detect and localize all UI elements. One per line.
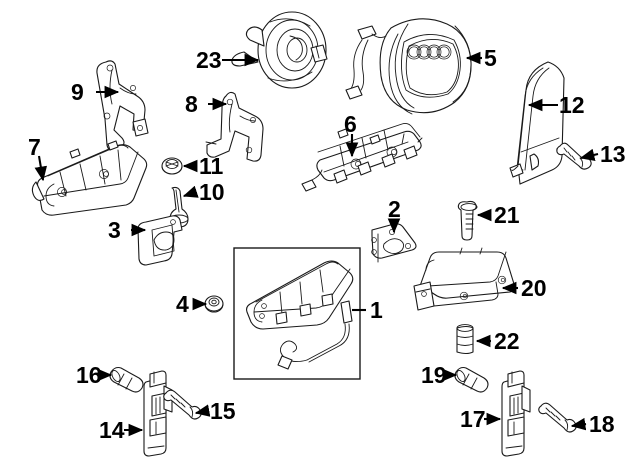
leader-10 [182, 185, 199, 198]
callout-label-5: 5 [484, 45, 497, 71]
callout-label-23: 23 [196, 47, 222, 73]
part-pillar-trim [509, 61, 565, 185]
leader-13 [579, 148, 599, 162]
callout-label-9: 9 [71, 79, 84, 105]
leader-15 [194, 404, 211, 417]
part-sleeve-19 [454, 366, 489, 393]
callout-label-8: 8 [185, 91, 198, 117]
callout-label-6: 6 [344, 111, 357, 137]
part-spacer-22 [456, 324, 474, 355]
part-impact-sensor-left [143, 370, 173, 457]
part-nut-11 [161, 157, 183, 175]
callout-label-11: 11 [199, 153, 224, 179]
part-sleeve-16 [109, 366, 144, 393]
part-bolt-13 [556, 142, 592, 170]
callout-label-14: 14 [99, 417, 125, 443]
audi-rings-logo [406, 44, 452, 60]
part-bracket-right [205, 91, 264, 162]
callout-label-7: 7 [28, 134, 41, 160]
part-bracket-left [96, 60, 149, 151]
callout-label-22: 22 [494, 328, 520, 354]
part-nut-4 [204, 295, 224, 313]
part-control-module [413, 247, 516, 311]
callout-label-10: 10 [199, 179, 225, 205]
callout-label-1: 1 [370, 297, 383, 323]
callout-label-13: 13 [600, 141, 626, 167]
part-bracket-2 [371, 223, 417, 263]
callout-label-15: 15 [210, 398, 236, 424]
part-side-curtain-airbag [301, 122, 423, 192]
callout-label-19: 19 [421, 362, 447, 388]
callout-label-12: 12 [559, 92, 585, 118]
callout-label-3: 3 [108, 217, 121, 243]
callout-label-20: 20 [521, 275, 547, 301]
part-clock-spring [231, 11, 328, 89]
callout-label-18: 18 [589, 411, 615, 437]
leader-lines [34, 51, 599, 437]
leader-18 [570, 417, 587, 431]
part-bolt-21 [457, 200, 478, 241]
part-driver-airbag [345, 18, 472, 115]
part-impact-sensor-right [501, 370, 531, 457]
part-1-frame [233, 247, 361, 380]
callout-label-17: 17 [460, 406, 486, 432]
callout-label-4: 4 [176, 291, 189, 317]
part-bolt-15 [163, 389, 202, 420]
callout-label-2: 2 [388, 196, 401, 222]
part-knee-airbag [31, 140, 148, 216]
callout-label-16: 16 [76, 362, 102, 388]
callout-label-21: 21 [494, 202, 520, 228]
part-retainer-clip [137, 215, 183, 266]
part-bolt-18 [538, 402, 577, 433]
part-passenger-airbag [246, 260, 354, 370]
leader-7 [34, 155, 48, 182]
